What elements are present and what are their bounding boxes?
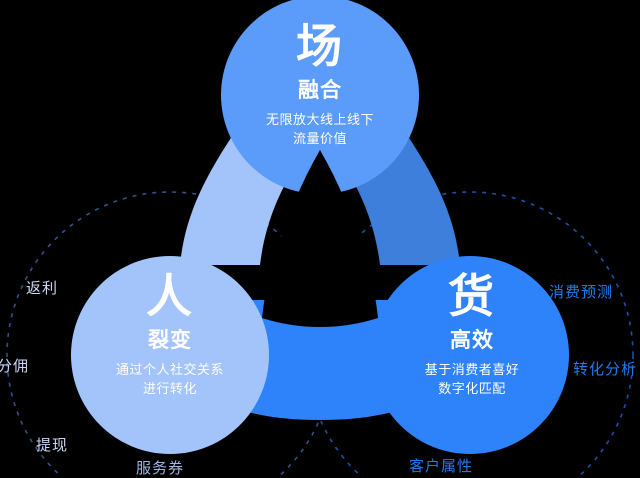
outer-label-xiaofeiyuce[interactable]: 消费预测	[549, 284, 614, 301]
outer-label-tixian[interactable]: 提现	[36, 437, 69, 454]
center-triangle-mask	[266, 150, 374, 323]
outer-label-zhuanhuafenxi[interactable]: 转化分析	[573, 361, 638, 378]
lobe-ren[interactable]	[71, 256, 269, 454]
outer-label-kehushuxing[interactable]: 客户属性	[409, 458, 474, 475]
outer-label-fanli[interactable]: 返利	[26, 280, 59, 297]
lobe-chang[interactable]	[221, 0, 419, 194]
outer-label-fenyong[interactable]: 分佣	[0, 358, 30, 375]
outer-label-fuwuquan[interactable]: 服务券	[136, 460, 185, 477]
lobe-huo[interactable]	[371, 256, 569, 454]
